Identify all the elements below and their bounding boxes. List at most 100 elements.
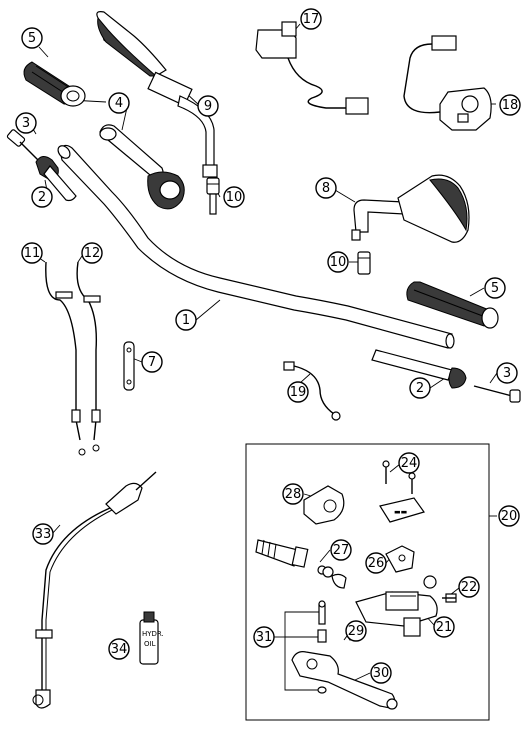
- callout-1: 1: [175, 309, 197, 331]
- lever-pivot-pin: [317, 600, 327, 694]
- callout-19: 19: [287, 381, 309, 403]
- clutch-assembly-frame: [245, 443, 490, 721]
- end-bolt-left: [6, 129, 39, 161]
- svg-text:▬▬: ▬▬: [394, 508, 407, 516]
- callout-number: 3: [503, 366, 511, 381]
- callout-number: 11: [24, 246, 41, 261]
- cover-screws: [382, 460, 416, 494]
- callout-circle: [253, 626, 275, 648]
- callout-10b: 10: [327, 251, 349, 273]
- master-cylinder: [355, 575, 438, 637]
- callout-31: 31: [253, 626, 275, 648]
- clutch-hose: [32, 471, 157, 709]
- callout-circle: [15, 112, 37, 134]
- callout-4: 4: [108, 92, 130, 114]
- callout-circle: [365, 552, 387, 574]
- callout-circle: [141, 351, 163, 373]
- callout-number: 29: [348, 624, 365, 639]
- callout-27: 27: [330, 539, 352, 561]
- callout-2b: 2: [409, 377, 431, 399]
- switch-bracket: [385, 545, 415, 573]
- clutch-clamp: [303, 485, 345, 525]
- callout-circle: [21, 27, 43, 49]
- leader-lines: [29, 23, 498, 691]
- callout-9: 9: [197, 95, 219, 117]
- bar-end-right: [371, 349, 467, 389]
- callout-number: 34: [111, 642, 128, 657]
- callout-number: 7: [148, 355, 156, 370]
- grip-left: [23, 61, 86, 107]
- callout-circle: [499, 94, 521, 116]
- mirror-adapter-left: [357, 251, 371, 275]
- callout-18: 18: [499, 94, 521, 116]
- callout-circle: [398, 452, 420, 474]
- handlebar: [57, 144, 455, 349]
- callout-circle: [287, 381, 309, 403]
- callout-2a: 2: [31, 186, 53, 208]
- callout-3b: 3: [496, 362, 518, 384]
- callout-number: 5: [28, 31, 36, 46]
- callout-12: 12: [81, 242, 103, 264]
- callout-number: 4: [115, 96, 123, 111]
- callout-24: 24: [398, 452, 420, 474]
- mirror-left: [96, 11, 218, 178]
- callout-circle: [108, 638, 130, 660]
- callout-circle: [433, 616, 455, 638]
- throttle-assembly: [99, 124, 185, 210]
- callout-22: 22: [458, 576, 480, 598]
- callout-number: 21: [436, 620, 453, 635]
- callout-circle: [32, 523, 54, 545]
- callout-circle: [345, 620, 367, 642]
- callout-number: 1: [182, 313, 190, 328]
- callout-number: 10: [330, 255, 347, 270]
- callout-number: 20: [501, 509, 518, 524]
- callout-21: 21: [433, 616, 455, 638]
- bar-end-left: [35, 156, 77, 202]
- callout-number: 8: [322, 181, 330, 196]
- callout-26: 26: [365, 552, 387, 574]
- callout-circle: [498, 505, 520, 527]
- callout-circle: [197, 95, 219, 117]
- callout-number: 26: [368, 556, 385, 571]
- callout-number: 22: [461, 580, 478, 595]
- callout-29: 29: [345, 620, 367, 642]
- master-piston-kit: [255, 539, 347, 589]
- callout-number: 9: [204, 99, 212, 114]
- callout-circle: [108, 92, 130, 114]
- callout-circle: [223, 186, 245, 208]
- reservoir-cover: ▬▬: [379, 497, 425, 523]
- grip-right: [406, 281, 499, 329]
- callout-30: 30: [370, 662, 392, 684]
- callout-circle: [496, 362, 518, 384]
- callout-20: 20: [498, 505, 520, 527]
- throttle-cables: [45, 261, 101, 456]
- callout-number: 31: [256, 630, 273, 645]
- callout-circle: [81, 242, 103, 264]
- callout-number: 3: [22, 116, 30, 131]
- callout-circle: [21, 242, 43, 264]
- callout-number: 5: [491, 281, 499, 296]
- callout-number: 10: [226, 190, 243, 205]
- callout-number: 2: [416, 381, 424, 396]
- callout-8: 8: [315, 177, 337, 199]
- callout-number: 17: [303, 12, 320, 27]
- callout-5a: 5: [21, 27, 43, 49]
- callout-number: 30: [373, 666, 390, 681]
- hydraulic-oil-bottle: HYDR. OIL: [139, 611, 164, 665]
- callout-number: 24: [401, 456, 418, 471]
- callout-number: 28: [285, 487, 302, 502]
- kill-switch: [255, 21, 369, 115]
- callout-33: 33: [32, 523, 54, 545]
- light-switch: [403, 35, 492, 131]
- callout-number: 33: [35, 527, 52, 542]
- callout-circle: [282, 483, 304, 505]
- callout-7: 7: [141, 351, 163, 373]
- callout-number: 12: [84, 246, 101, 261]
- callout-28: 28: [282, 483, 304, 505]
- callout-10a: 10: [223, 186, 245, 208]
- callout-number: 2: [38, 190, 46, 205]
- oil-bottle-label-1: HYDR.: [142, 630, 164, 638]
- callout-circle: [409, 377, 431, 399]
- callout-number: 19: [290, 385, 307, 400]
